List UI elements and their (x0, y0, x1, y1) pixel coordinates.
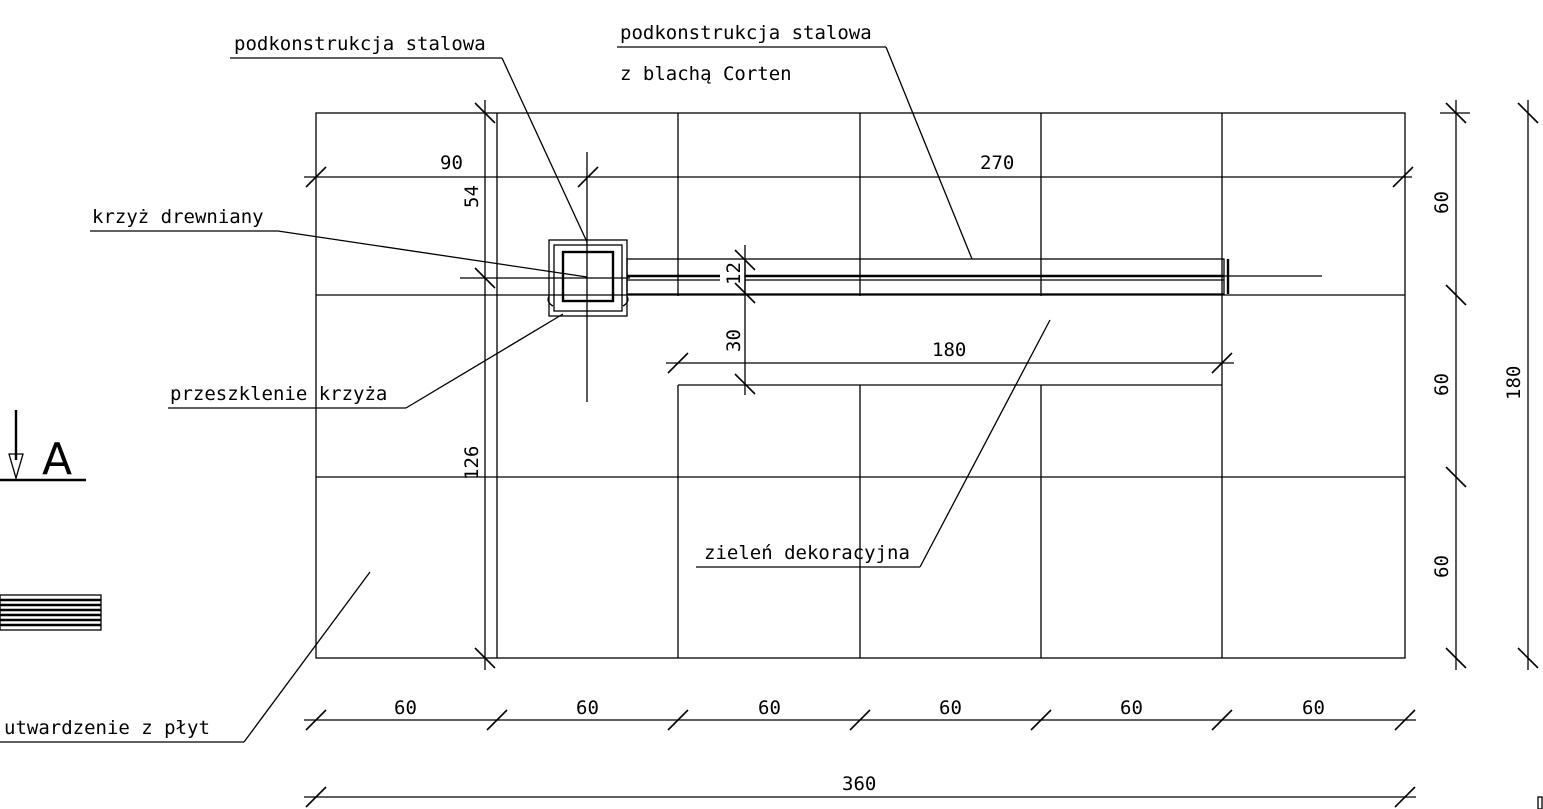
section-marker: A (0, 410, 86, 485)
dim-54: 54 (461, 185, 483, 208)
dim-bottom-3: 60 (758, 697, 781, 719)
dim-bottom-4: 60 (939, 697, 962, 719)
leader-lines (0, 46, 1051, 743)
dim-right-3: 60 (1431, 555, 1453, 578)
dim-bottom-2: 60 (576, 697, 599, 719)
dim-90: 90 (440, 152, 463, 174)
paving-grid (315, 112, 1406, 659)
corner-mark (1537, 796, 1543, 809)
label-steel-substructure-corten-1: podkonstrukcja stalowa (620, 22, 872, 44)
dim-bottom-5: 60 (1120, 697, 1143, 719)
label-steel-substructure-corten-2: z blachą Corten (620, 63, 792, 85)
steel-beam (626, 258, 1322, 295)
label-decorative-greenery: zieleń dekoracyjna (704, 542, 910, 564)
dim-126: 126 (461, 446, 483, 480)
dim-180-inner: 180 (932, 339, 966, 361)
dim-total-height: 180 (1503, 366, 1525, 400)
dim-bottom-6: 60 (1302, 697, 1325, 719)
label-cross-glazing: przeszklenie krzyża (170, 383, 387, 405)
label-paving-slabs: utwardzenie z płyt (4, 717, 210, 739)
dim-total-width: 360 (842, 773, 876, 795)
section-marker-label: A (42, 434, 72, 485)
label-steel-substructure: podkonstrukcja stalowa (234, 33, 486, 55)
label-wooden-cross: krzyż drewniany (92, 206, 264, 228)
dimension-lines (304, 100, 1539, 808)
dim-right-2: 60 (1431, 373, 1453, 396)
dim-270: 270 (980, 152, 1014, 174)
annotations: podkonstrukcja stalowa podkonstrukcja st… (4, 22, 910, 739)
dim-30: 30 (723, 329, 745, 352)
dim-12: 12 (723, 262, 745, 285)
dim-bottom-1: 60 (394, 697, 417, 719)
level-hatch (0, 594, 102, 631)
dim-right-1: 60 (1431, 191, 1453, 214)
dimension-values: 90 270 54 12 30 180 126 60 60 60 60 60 6… (394, 152, 1525, 795)
